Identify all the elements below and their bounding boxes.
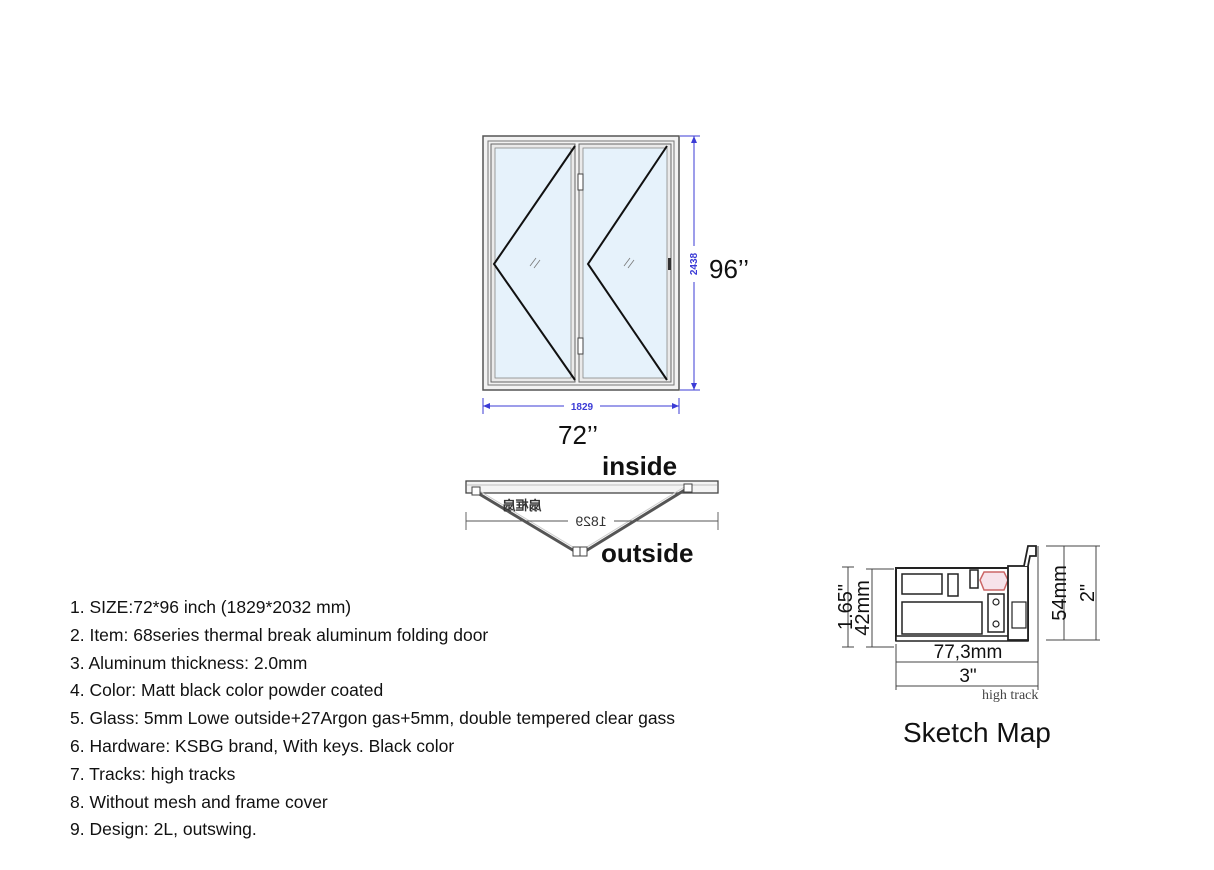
- folded-left-leaf: [475, 490, 577, 554]
- inner-frame: [487, 140, 675, 386]
- left-glass: [494, 147, 572, 379]
- right-glass: [582, 147, 668, 379]
- spec-item: 3. Aluminum thickness: 2.0mm: [70, 652, 308, 673]
- height-inch-label: 96’’: [709, 254, 750, 284]
- spec-item: 9. Design: 2L, outswing.: [70, 819, 257, 840]
- spec-item: 5. Glass: 5mm Lowe outside+27Argon gas+5…: [70, 708, 676, 729]
- door-elevation-drawing: 2438 1829: [482, 135, 700, 414]
- spec-item: 6. Hardware: KSBG brand, With keys. Blac…: [70, 735, 455, 756]
- dim-42mm-label: 42mm: [852, 580, 874, 636]
- track-profile-drawing: 1.65" 42mm 54mm 2" 77,3mm 3": [835, 545, 1100, 690]
- dim-1-65-label: 1.65": [835, 584, 857, 630]
- plan-chinese-label: 扇框扇: [502, 498, 541, 513]
- outside-label: outside: [601, 538, 694, 568]
- spec-list: 1. SIZE:72*96 inch (1829*2032 mm) 2. Ite…: [70, 594, 675, 844]
- spec-item: 8. Without mesh and frame cover: [70, 791, 328, 812]
- hinge-top: [577, 173, 584, 191]
- inside-label: inside: [602, 451, 678, 481]
- spec-item: 1. SIZE:72*96 inch (1829*2032 mm): [70, 597, 352, 617]
- high-track-caption: high track: [982, 688, 1039, 703]
- width-mm-label: 1829: [571, 402, 594, 413]
- thermal-break: [979, 571, 1009, 591]
- hinge-bottom: [577, 337, 584, 355]
- sketch-map-title: Sketch Map: [903, 717, 1051, 748]
- dim-54mm-label: 54mm: [1049, 565, 1071, 621]
- folded-right-leaf: [583, 486, 689, 554]
- left-swing-lines: [492, 145, 576, 381]
- top-frame-bar: [465, 480, 719, 494]
- width-inch-label: 72’’: [558, 420, 599, 450]
- plan-width-label: 1829: [575, 513, 606, 529]
- spec-item: 4. Color: Matt black color powder coated: [70, 680, 384, 701]
- height-mm-label: 2438: [689, 252, 700, 275]
- dim-2-label: 2": [1077, 584, 1099, 602]
- right-swing-lines: [586, 145, 668, 381]
- handle: [668, 258, 671, 270]
- dim-3-label: 3": [959, 666, 976, 687]
- spec-item: 7. Tracks: high tracks: [70, 763, 236, 784]
- plan-view-drawing: 1829 扇框扇: [465, 480, 719, 557]
- spec-item: 2. Item: 68series thermal break aluminum…: [70, 624, 489, 645]
- dim-77-3mm-label: 77,3mm: [934, 642, 1003, 663]
